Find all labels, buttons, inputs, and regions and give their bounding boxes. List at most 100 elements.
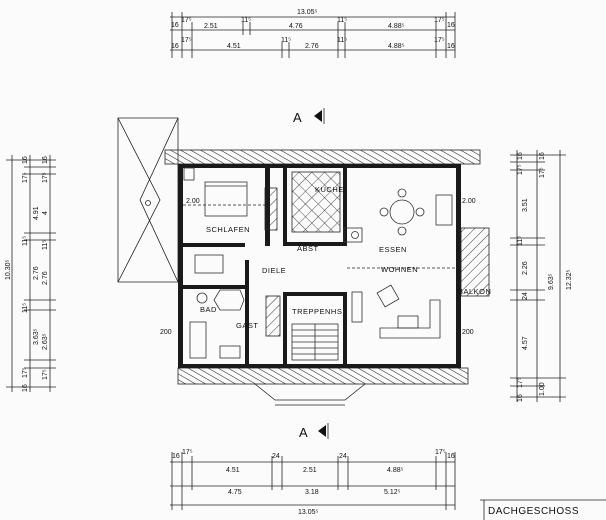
- dim-label: 4.88⁵: [387, 467, 404, 474]
- dim-label: 24: [272, 453, 280, 460]
- dim-label: 17⁵: [517, 164, 524, 175]
- top-overall-dim: 13.05⁵: [297, 9, 318, 16]
- dim-label: 11⁵: [22, 303, 29, 313]
- exterior-walls: [178, 164, 461, 368]
- dim-label: 17⁵: [539, 167, 546, 178]
- interior-dimension-lines: [183, 204, 456, 269]
- room-dim-label: 2.00: [462, 198, 476, 205]
- dim-label: 2.76: [33, 266, 40, 280]
- room-dim-label: 2.00: [186, 198, 200, 205]
- dim-label: 17⁵: [22, 367, 29, 378]
- dim-label: 16: [539, 152, 546, 160]
- dim-label: 17⁵: [22, 172, 29, 183]
- room-label-abst: ABST: [297, 244, 319, 253]
- dim-label: 4.88⁵: [388, 23, 405, 30]
- right-dimension-chains: 16 17⁵ 3.51 11⁵ 2.26 24 4.57 17⁵ 16 16 1…: [510, 150, 573, 402]
- dim-label: 2.51: [303, 467, 317, 474]
- room-labels: SCHLAFEN KUCHE ESSEN WOHNEN DIELE BAD GA…: [200, 185, 491, 330]
- dim-label: 16: [22, 156, 29, 164]
- dim-label: 16: [171, 43, 179, 50]
- dim-label: 17⁵: [182, 449, 193, 456]
- dim-label: 4.75: [228, 489, 242, 496]
- bottom-overall-dim: 13.05⁵: [298, 509, 319, 516]
- right-overall-dim: 12.32⁵: [566, 269, 573, 290]
- dim-label: 9.63⁵: [548, 273, 555, 290]
- dim-label: 11⁵: [281, 37, 291, 44]
- dim-label: 3.63⁵: [33, 328, 40, 345]
- dim-label: 24: [339, 453, 347, 460]
- dim-label: 4.57: [522, 336, 529, 350]
- room-label-schlafen: SCHLAFEN: [206, 225, 250, 234]
- bathroom-fixtures: [194, 254, 245, 311]
- dim-label: 2.76: [42, 271, 49, 285]
- roof-edges: [117, 117, 481, 406]
- staircase: [265, 295, 339, 361]
- dim-label: 17⁵: [434, 37, 445, 44]
- dim-label: 17⁵: [181, 37, 192, 44]
- dim-label: 24: [522, 292, 529, 300]
- dim-label: 4.51: [226, 467, 240, 474]
- dim-label: 16: [171, 22, 179, 29]
- dim-label: 16: [22, 384, 29, 392]
- dim-label: 16: [447, 22, 455, 29]
- dim-label: 2.76: [305, 43, 319, 50]
- left-dimension-chains: 10.30⁵ 16 17⁵ 4.91 11⁵ 2.76 11⁵ 3.63⁵ 17…: [5, 155, 56, 392]
- section-mark-label: A: [293, 110, 302, 125]
- dim-label: 11⁵: [42, 240, 49, 250]
- dim-label: 2.51: [204, 23, 218, 30]
- section-mark-bottom: A: [299, 423, 329, 440]
- dim-label: 16: [447, 453, 455, 460]
- section-mark-top: A: [293, 108, 325, 125]
- dim-label: 17⁵: [181, 17, 192, 24]
- dim-label: 11⁵: [22, 236, 29, 246]
- dim-label: 11⁵: [241, 17, 251, 24]
- room-dimension-labels: 2.00 2.00 200 200: [160, 198, 476, 336]
- dim-label: 11⁵: [337, 17, 347, 24]
- dim-label: 17⁵: [42, 172, 49, 183]
- dim-label: 4: [42, 211, 49, 215]
- room-label-balkon: BALKON: [458, 287, 491, 296]
- room-label-essen: ESSEN: [379, 245, 407, 254]
- dim-label: 16: [447, 43, 455, 50]
- dim-label: 4.91: [33, 206, 40, 220]
- drawing-title-box: DACHGESCHOSS: [480, 499, 606, 520]
- dim-label: 16: [517, 394, 524, 402]
- living-furniture: [351, 284, 441, 339]
- room-label-gast: GAST: [236, 321, 258, 330]
- dim-label: 3.51: [522, 198, 529, 212]
- kitchen-area: [291, 171, 363, 243]
- dim-label: 4.51: [227, 43, 241, 50]
- dim-label: 17⁵: [434, 17, 445, 24]
- room-dim-label: 200: [160, 329, 172, 336]
- room-label-treppenhs: TREPPENHS: [292, 307, 342, 316]
- guest-room-furniture: [189, 321, 241, 359]
- dim-label: 2.63⁵: [42, 333, 49, 350]
- left-overall-dim: 10.30⁵: [5, 259, 12, 280]
- room-label-kuche: KUCHE: [315, 185, 344, 194]
- dim-label: 16: [517, 152, 524, 160]
- room-label-wohnen: WOHNEN: [381, 265, 418, 274]
- dim-label: 17⁵: [435, 449, 446, 456]
- top-dimension-chains: 13.05⁵ 16 17⁵ 2.51 11⁵ 4.76 11⁵ 4.88⁵ 17…: [170, 9, 456, 58]
- bedroom-furniture: [183, 167, 278, 231]
- dim-label: 17⁵: [42, 369, 49, 380]
- dim-label: 11⁵: [517, 236, 524, 246]
- dim-label: 3.18: [305, 489, 319, 496]
- dim-label: 16: [172, 453, 180, 460]
- room-label-bad: BAD: [200, 305, 217, 314]
- dim-label: 2.26: [522, 261, 529, 275]
- dim-label: 4.76: [289, 23, 303, 30]
- dim-label: 5.12⁵: [384, 489, 401, 496]
- room-dim-label: 200: [462, 329, 474, 336]
- bottom-dimension-chains: 16 17⁵ 4.51 24 2.51 24 4.88⁵ 17⁵ 16 4.75…: [170, 449, 456, 516]
- section-mark-label: A: [299, 425, 308, 440]
- dining-set: [379, 188, 453, 236]
- dim-label: 17⁵: [517, 377, 524, 388]
- drawing-title: DACHGESCHOSS: [488, 506, 579, 517]
- room-label-diele: DIELE: [262, 266, 286, 275]
- dim-label: 16: [42, 156, 49, 164]
- dim-label: 1.00: [539, 382, 546, 396]
- dim-label: 4.88⁵: [388, 43, 405, 50]
